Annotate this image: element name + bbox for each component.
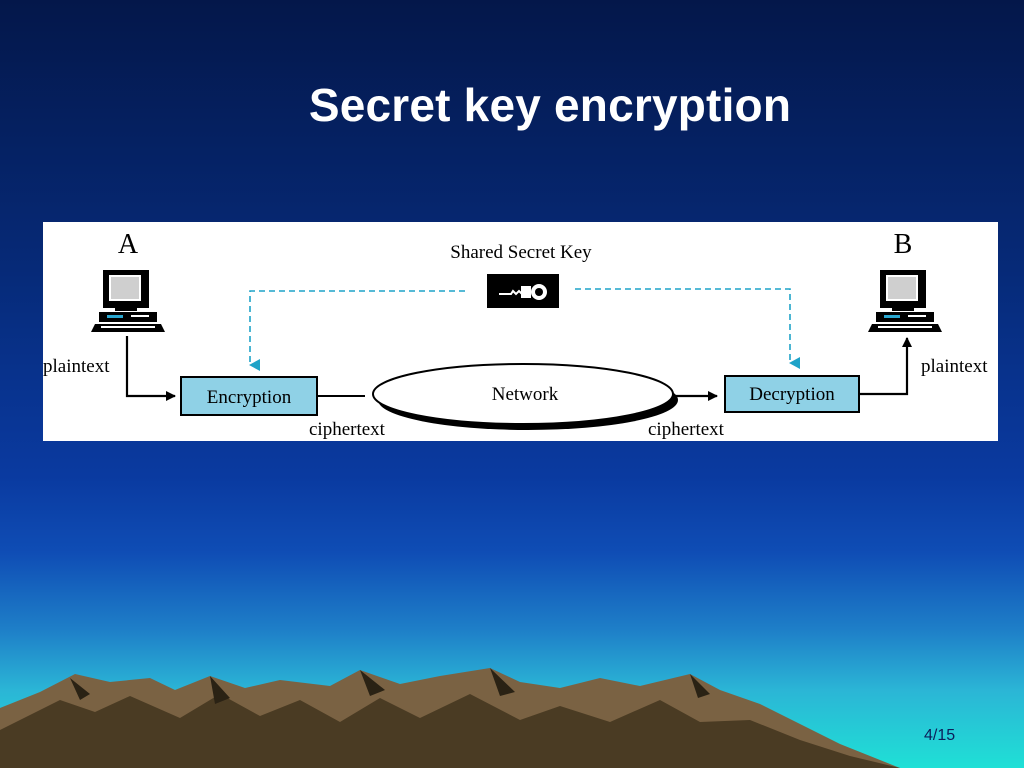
- computer-icon: [868, 270, 942, 332]
- plaintext-right-label: plaintext: [921, 356, 988, 377]
- encryption-diagram: A B Shared Secret Key: [43, 222, 998, 441]
- key-icon: [487, 274, 559, 308]
- computer-icon: [91, 270, 165, 332]
- page-number: 4/15: [924, 727, 956, 744]
- decryption-box: Decryption: [724, 375, 860, 413]
- ciphertext-left-label: ciphertext: [309, 419, 386, 440]
- key-arrow-right: [575, 288, 800, 369]
- key-arrow-left: [249, 290, 465, 371]
- mountain-range: [0, 668, 900, 768]
- network-label: Network: [492, 384, 559, 405]
- diagram-canvas: A B Shared Secret Key: [43, 229, 988, 440]
- encryption-label: Encryption: [207, 387, 292, 408]
- decryption-label: Decryption: [749, 384, 835, 405]
- slide-title: Secret key encryption: [308, 79, 792, 131]
- network-cloud: Network: [372, 363, 678, 430]
- receiver-label: B: [894, 229, 913, 260]
- plaintext-out-arrow: [859, 337, 912, 396]
- encryption-box: Encryption: [180, 376, 318, 416]
- plaintext-in-arrow: [125, 336, 176, 401]
- shared-key-label: Shared Secret Key: [450, 242, 592, 263]
- plaintext-left-label: plaintext: [43, 356, 110, 377]
- ciphertext-right-label: ciphertext: [648, 419, 725, 440]
- sender-label: A: [118, 229, 139, 260]
